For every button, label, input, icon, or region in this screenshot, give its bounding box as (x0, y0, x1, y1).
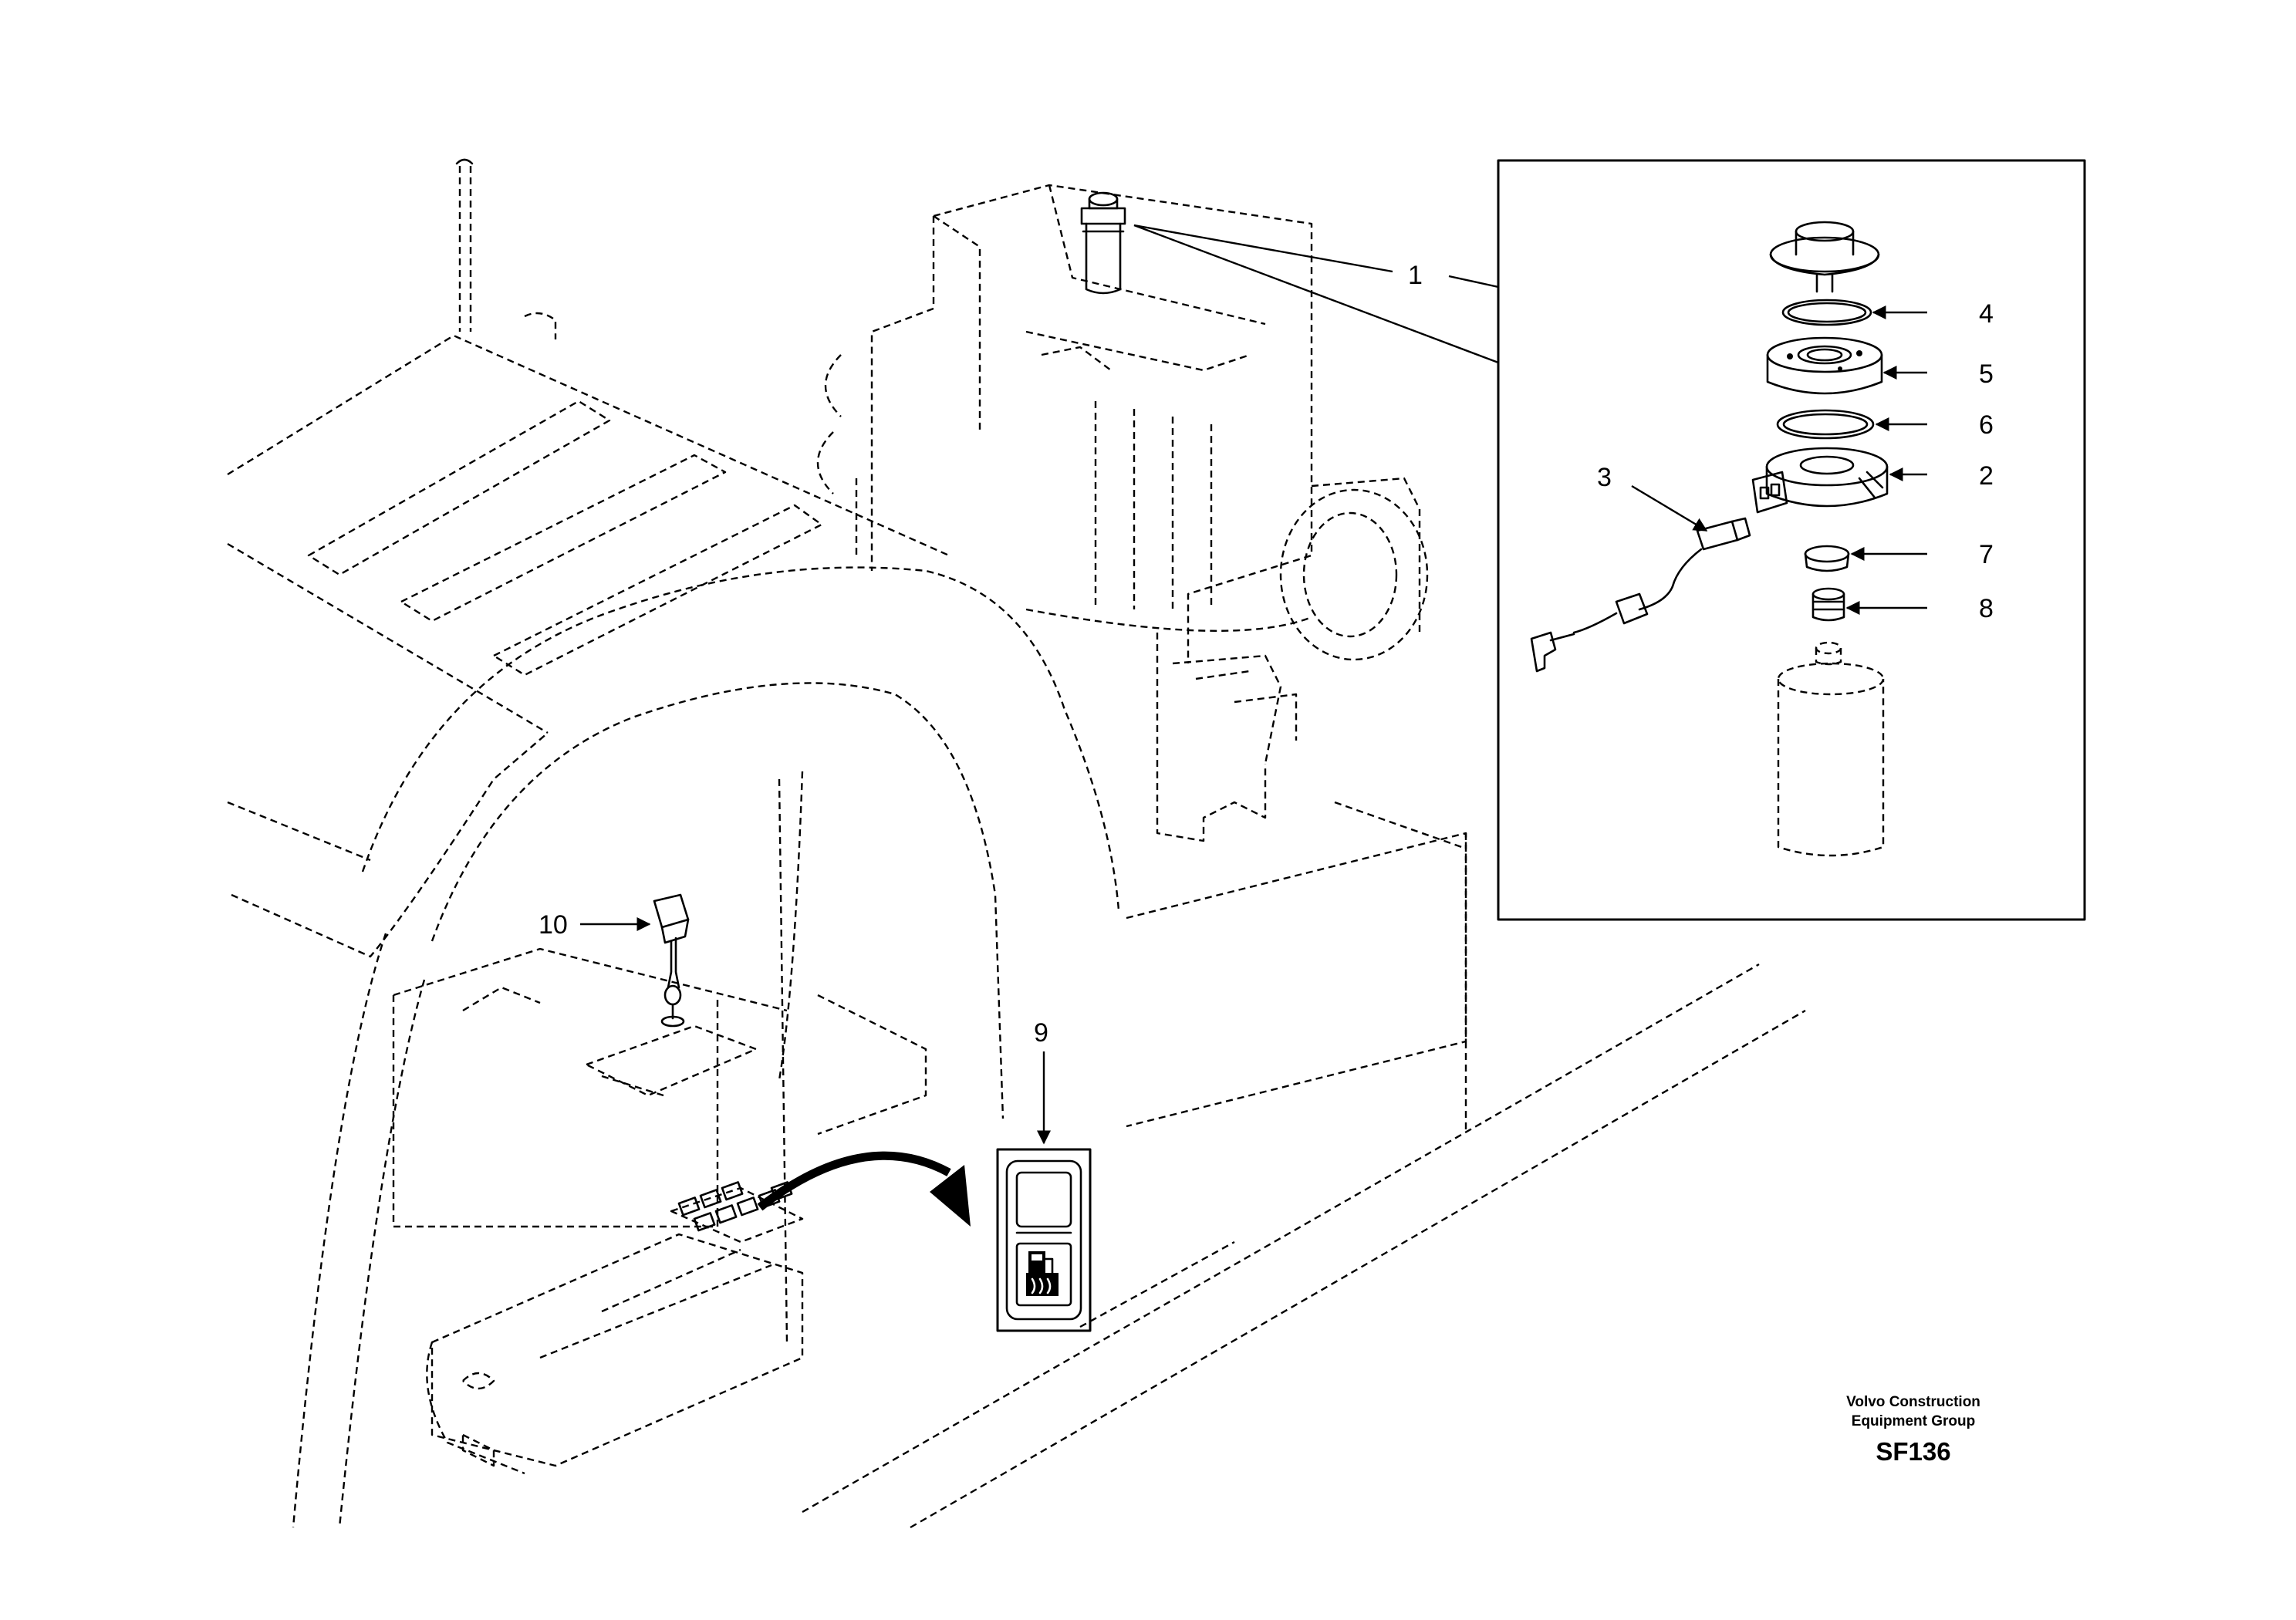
callout-9: 9 (1034, 1018, 1048, 1048)
callout-8: 8 (1979, 594, 1994, 623)
detail-inset-frame (1497, 159, 2086, 921)
callout-3: 3 (1597, 463, 1612, 492)
callout-10: 10 (539, 910, 568, 940)
callout-5: 5 (1979, 359, 1994, 389)
exploded-filter-parts (1530, 221, 1889, 857)
curved-pointer-arrow (757, 1151, 951, 1211)
fuel-filter-head (1080, 191, 1126, 295)
leader-1-frame (1448, 275, 1499, 289)
company-name-line1: Volvo Construction (1846, 1394, 1980, 1410)
fuel-switch (996, 1148, 1092, 1332)
machine-outline (227, 158, 1806, 1529)
company-name-line2: Equipment Group (1852, 1413, 1975, 1429)
relay-component (653, 893, 690, 1028)
callout-6: 6 (1979, 410, 1994, 440)
leader-1-bottom (1133, 224, 1499, 364)
arrow-3 (1631, 484, 1708, 532)
callout-4: 4 (1979, 299, 1994, 329)
callout-7: 7 (1979, 540, 1994, 569)
drawing-code: SF136 (1876, 1437, 1950, 1466)
leader-1-top (1133, 224, 1393, 273)
callout-1: 1 (1408, 261, 1423, 290)
callout-2: 2 (1979, 461, 1994, 491)
curved-pointer-arrowhead (930, 1165, 971, 1227)
